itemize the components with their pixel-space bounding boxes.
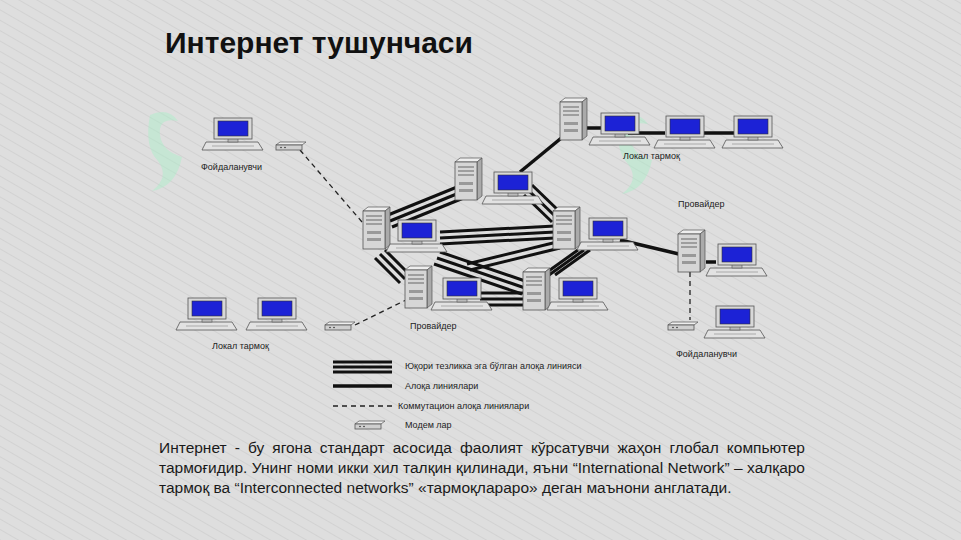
group-label: Фойдаланувчи xyxy=(676,349,737,359)
group-label: Провайдер xyxy=(410,321,456,331)
group-label: Локал тармоқ xyxy=(212,341,269,351)
group-label: Провайдер xyxy=(678,199,724,209)
caption-paragraph: Интернет - бу ягона стандарт асосида фао… xyxy=(159,438,805,498)
legend-text: Модем лар xyxy=(405,420,452,430)
computers-and-servers xyxy=(176,98,783,338)
group-label: Локал тармоқ xyxy=(623,151,680,161)
legend-text: Коммутацион алоқа линиялари xyxy=(398,401,529,411)
group-label: Фойдаланувчи xyxy=(201,162,262,172)
switched-lines xyxy=(300,150,690,325)
legend-text: Юқори тезликка эга бўлган алоқа линияси xyxy=(405,361,581,371)
legend-samples xyxy=(333,362,392,429)
legend-text: Алоқа линиялари xyxy=(405,381,478,391)
slide-title: Интернет тушунчаси xyxy=(165,26,473,60)
